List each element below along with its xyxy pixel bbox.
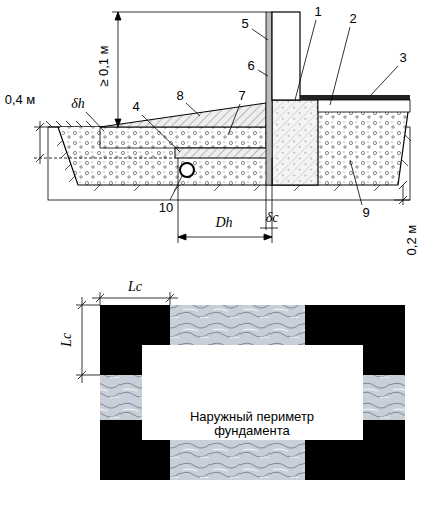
dimension: 0,2 м [405, 225, 419, 256]
callout-number: 10 [159, 201, 173, 215]
plan-label: Наружный периметр фундамента [182, 410, 322, 439]
dimension: δh [71, 96, 85, 111]
callout-number: 2 [349, 12, 356, 26]
callout-number: 8 [176, 89, 183, 103]
callout-number: 5 [241, 17, 248, 31]
callout-number: 9 [362, 206, 369, 220]
dimension: ≥ 0,1 м [97, 45, 111, 86]
callout-number: 6 [247, 59, 254, 73]
callout-number: 1 [314, 5, 321, 19]
dimension: 0,4 м [5, 93, 36, 107]
callout-number: 7 [238, 89, 245, 103]
dimension: Dh [215, 215, 232, 230]
dimension: δc [266, 210, 279, 225]
dimension: Lc [128, 279, 142, 294]
callout-number: 3 [399, 51, 406, 65]
callout-number: 4 [132, 100, 139, 114]
dimension: Lc [59, 333, 74, 347]
